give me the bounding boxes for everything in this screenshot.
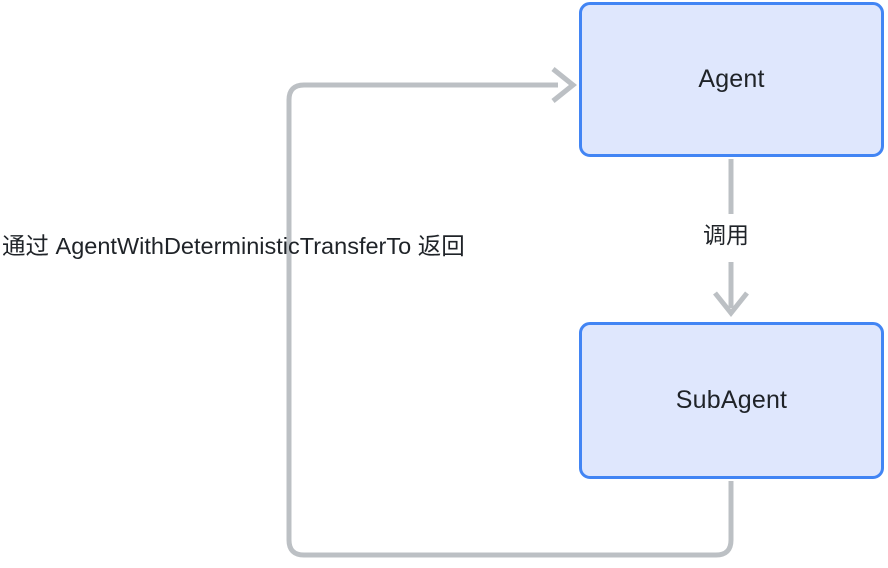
node-agent-label: Agent: [698, 65, 765, 93]
node-subagent[interactable]: SubAgent: [579, 322, 884, 479]
edge-label-call: 调用: [703, 222, 749, 248]
edge-label-return: 通过 AgentWithDeterministicTransferTo 返回: [2, 233, 465, 259]
arrowhead-right-icon: [551, 67, 578, 103]
arrowhead-down-icon: [713, 291, 749, 318]
node-subagent-label: SubAgent: [675, 386, 788, 414]
edge-subagent-to-agent-loop: [286, 82, 734, 558]
node-agent[interactable]: Agent: [579, 2, 884, 157]
